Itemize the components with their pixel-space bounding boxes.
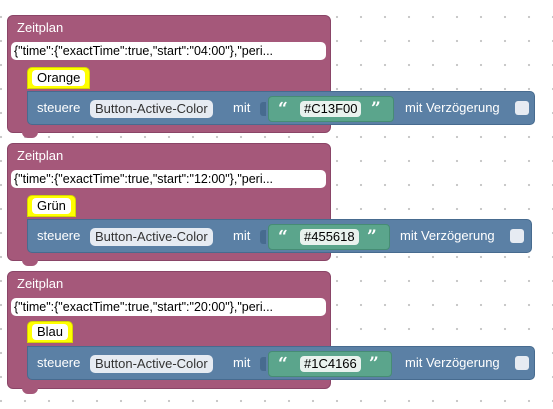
delay-label: mit Verzögerung	[405, 355, 500, 370]
control-prefix-label: steuere	[37, 100, 81, 115]
close-quote-icon: ”	[371, 99, 381, 119]
open-quote-icon: “	[278, 227, 288, 247]
control-block[interactable]: steuere Button-Active-Color mit “ #45561…	[27, 219, 532, 253]
close-quote-icon: ”	[367, 227, 377, 247]
with-label: mit	[233, 100, 251, 115]
state-dropdown[interactable]: Button-Active-Color	[90, 100, 213, 118]
comment-text-field[interactable]: Orange	[32, 70, 86, 86]
schedule-title: Zeitplan	[17, 148, 64, 163]
delay-checkbox[interactable]	[510, 229, 524, 243]
open-quote-icon: “	[278, 354, 288, 374]
schedule-json-field[interactable]: {"time":{"exactTime":true,"start":"20:00…	[11, 298, 326, 316]
open-quote-icon: “	[278, 99, 288, 119]
text-value-block[interactable]: “ #455618 ”	[268, 224, 390, 250]
control-prefix-label: steuere	[37, 228, 81, 243]
color-value-field[interactable]: #455618	[300, 229, 359, 245]
schedule-title: Zeitplan	[17, 276, 64, 291]
value-input-socket	[260, 357, 266, 371]
schedule-json-field[interactable]: {"time":{"exactTime":true,"start":"04:00…	[11, 42, 326, 60]
comment-block[interactable]: Blau	[27, 321, 74, 343]
with-label: mit	[233, 355, 251, 370]
text-value-block[interactable]: “ #C13F00 ”	[268, 96, 394, 122]
schedule-block-connector	[22, 131, 38, 138]
text-value-block[interactable]: “ #1C4166 ”	[268, 351, 392, 377]
state-dropdown[interactable]: Button-Active-Color	[90, 228, 213, 246]
schedule-block-connector	[22, 259, 38, 266]
value-input-socket	[260, 230, 266, 244]
comment-block[interactable]: Grün	[27, 195, 76, 217]
control-block[interactable]: steuere Button-Active-Color mit “ #1C416…	[27, 346, 535, 380]
comment-text-field[interactable]: Blau	[32, 324, 69, 340]
with-label: mit	[233, 228, 251, 243]
color-value-field[interactable]: #C13F00	[300, 101, 362, 117]
comment-block[interactable]: Orange	[27, 67, 91, 89]
control-block[interactable]: steuere Button-Active-Color mit “ #C13F0…	[27, 91, 535, 125]
delay-label: mit Verzögerung	[400, 228, 495, 243]
delay-checkbox[interactable]	[515, 101, 529, 115]
state-dropdown[interactable]: Button-Active-Color	[90, 355, 213, 373]
schedule-json-field[interactable]: {"time":{"exactTime":true,"start":"12:00…	[11, 170, 326, 188]
color-value-field[interactable]: #1C4166	[300, 356, 361, 372]
schedule-block-connector	[22, 387, 38, 394]
close-quote-icon: ”	[369, 354, 379, 374]
delay-label: mit Verzögerung	[405, 100, 500, 115]
comment-text-field[interactable]: Grün	[32, 198, 71, 214]
schedule-title: Zeitplan	[17, 20, 64, 35]
delay-checkbox[interactable]	[515, 356, 529, 370]
control-prefix-label: steuere	[37, 355, 81, 370]
value-input-socket	[260, 102, 266, 116]
